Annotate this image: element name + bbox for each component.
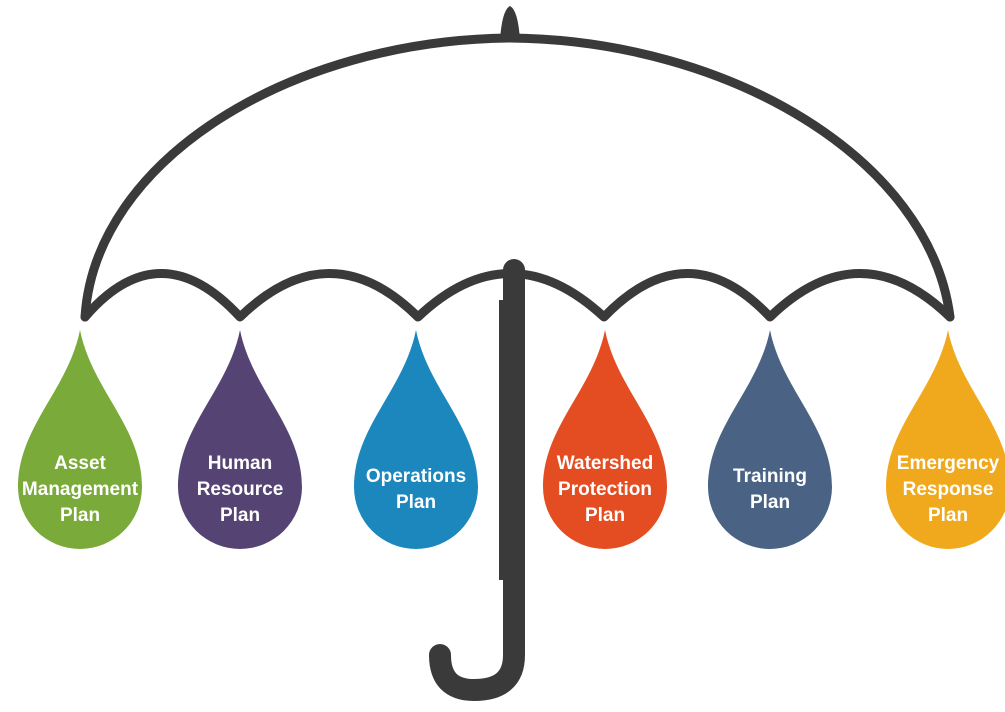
drop-label-line: Management [22,479,139,500]
drop-label-line: Protection [558,479,652,500]
umbrella-handle [429,259,525,702]
umbrella-canopy [80,33,955,322]
drop-label-line: Human [208,453,272,474]
drop-label-line: Plan [60,505,100,526]
umbrella-tip [500,6,520,40]
umbrella-icon [80,6,955,702]
drop-label-line: Plan [396,492,436,513]
drop-label-line: Plan [750,492,790,513]
drop-shape [178,330,302,549]
drop-shape [18,330,142,549]
drop-shape [354,330,478,549]
drop-label-line: Emergency [897,453,1000,474]
drop-label-line: Asset [54,453,106,474]
plan-drops: AssetManagementPlanHumanResourcePlanOper… [18,330,1005,549]
drop-shape [708,330,832,549]
drop-label-line: Plan [928,505,968,526]
drop-shape [886,330,1005,549]
drop-label-line: Plan [585,505,625,526]
drop-shape [543,330,667,549]
drop-label-line: Training [733,466,807,487]
drop-label-line: Operations [366,466,466,487]
drop-label-line: Response [903,479,994,500]
drop-label-line: Plan [220,505,260,526]
drop-label-line: Resource [197,479,284,500]
drop-label-line: Watershed [557,453,653,474]
